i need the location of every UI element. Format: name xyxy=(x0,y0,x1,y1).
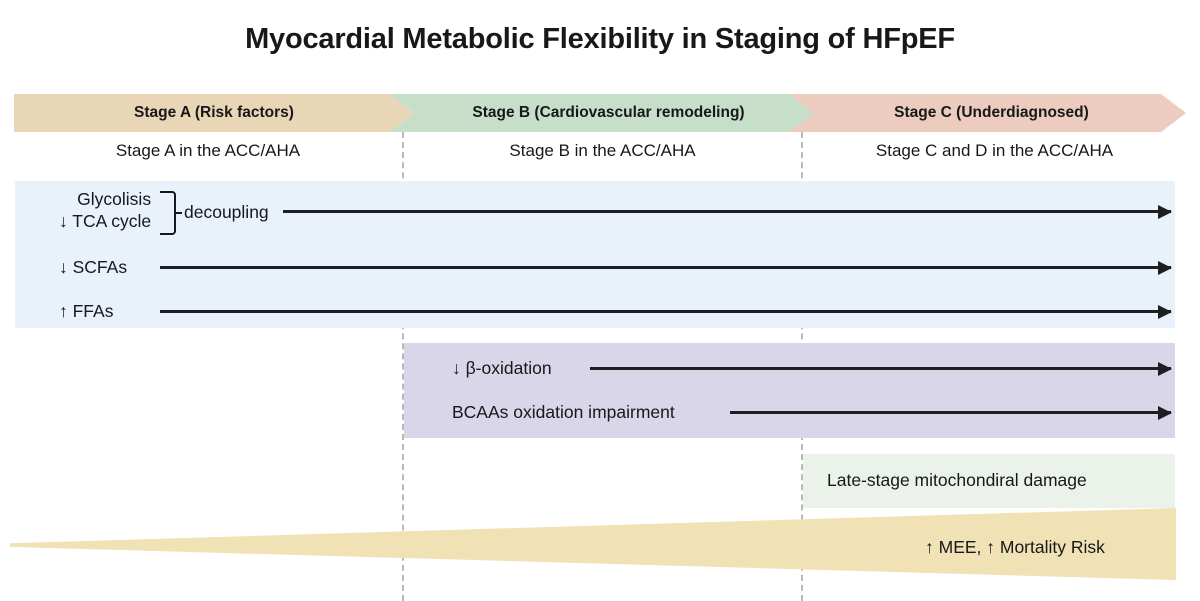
stage-c-label: Stage C (Underdiagnosed) xyxy=(894,104,1089,121)
arrow-bcaas xyxy=(730,405,1172,420)
arrow-shaft xyxy=(160,266,1171,269)
label-beta-oxidation: ↓ β-oxidation xyxy=(452,358,552,378)
arrow-beta-oxidation xyxy=(590,361,1172,376)
arrow-shaft xyxy=(730,411,1171,414)
stage-banner: Stage A (Risk factors) Stage B (Cardiova… xyxy=(0,94,1200,132)
label-bcaas-oxidation: BCAAs oxidation impairment xyxy=(452,402,675,422)
page-title: Myocardial Metabolic Flexibility in Stag… xyxy=(245,23,955,55)
arrow-decoupling xyxy=(283,204,1172,219)
arrow-head-icon xyxy=(1158,260,1172,275)
arrow-head-icon xyxy=(1158,204,1172,219)
stage-a-caption: Stage A in the ACC/AHA xyxy=(115,141,301,160)
arrow-ffas xyxy=(160,304,1172,319)
stage-a-label: Stage A (Risk factors) xyxy=(134,104,294,121)
label-ffas: ↑ FFAs xyxy=(59,301,114,321)
curly-brace-icon xyxy=(160,191,182,235)
arrow-head-icon xyxy=(1158,304,1172,319)
arrow-head-icon xyxy=(1158,405,1172,420)
arrow-shaft xyxy=(160,310,1171,313)
label-tca-cycle: ↓ TCA cycle xyxy=(59,211,152,232)
label-glycolysis: Glycolisis xyxy=(77,189,152,209)
label-glycolysis-tca: Glycolisis ↓ TCA cycle xyxy=(59,188,151,233)
label-decoupling: decoupling xyxy=(184,202,269,222)
label-late-stage-damage: Late-stage mitochondiral damage xyxy=(827,470,1087,490)
stage-b-label: Stage B (Cardiovascular remodeling) xyxy=(472,104,745,121)
stage-chevron-a[interactable]: Stage A (Risk factors) xyxy=(14,94,414,132)
band-late-stage xyxy=(803,454,1175,508)
stage-b-caption: Stage B in the ACC/AHA xyxy=(509,141,696,160)
stage-divider-ab xyxy=(402,132,404,601)
label-scfas: ↓ SCFAs xyxy=(59,257,128,277)
arrow-scfas xyxy=(160,260,1172,275)
stage-chevron-c[interactable]: Stage C (Underdiagnosed) xyxy=(789,94,1186,132)
arrow-shaft xyxy=(590,367,1171,370)
stage-chevron-b[interactable]: Stage B (Cardiovascular remodeling) xyxy=(389,94,814,132)
arrow-head-icon xyxy=(1158,361,1172,376)
band-early-metabolism xyxy=(15,181,1175,328)
stage-c-caption: Stage C and D in the ACC/AHA xyxy=(875,141,1114,160)
band-remodeling-metabolism xyxy=(404,343,1175,438)
arrow-shaft xyxy=(283,210,1171,213)
label-mee-mortality: ↑ MEE, ↑ Mortality Risk xyxy=(925,537,1105,557)
